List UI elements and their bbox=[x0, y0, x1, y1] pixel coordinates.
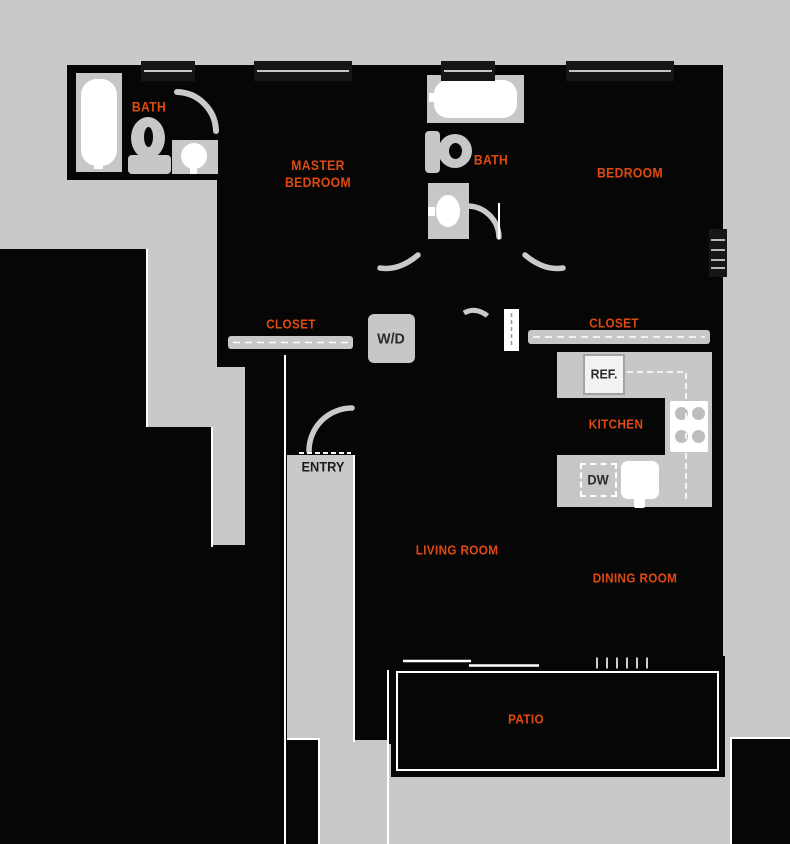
sink-icon bbox=[436, 195, 460, 227]
washer-dryer-label: W/D bbox=[377, 330, 405, 348]
window-icon bbox=[441, 61, 495, 81]
dishwasher-label: DW bbox=[587, 472, 609, 488]
neighbor-mass-left-lower bbox=[0, 427, 213, 844]
sink-faucet-icon bbox=[190, 166, 197, 174]
stove-burner bbox=[675, 407, 688, 420]
bathtub-icon bbox=[81, 79, 117, 166]
bifold-door-icon bbox=[462, 307, 519, 351]
refrigerator-label: REF. bbox=[590, 366, 618, 382]
stove-burner bbox=[692, 430, 705, 443]
washer-dryer-unit bbox=[368, 314, 415, 363]
stove-burner bbox=[692, 407, 705, 420]
door-arc-icon bbox=[306, 405, 355, 454]
closet-shelf bbox=[228, 336, 353, 349]
bedroom-closet-label: CLOSET bbox=[589, 315, 639, 331]
refrigerator-icon bbox=[583, 354, 625, 395]
neighbor-mass-bottom-right bbox=[730, 737, 790, 844]
patio-wall-inner-line bbox=[396, 671, 719, 771]
master-closet-label: CLOSET bbox=[266, 316, 316, 332]
bathtub-faucet-icon bbox=[429, 93, 436, 102]
toilet-tank bbox=[425, 131, 440, 173]
neighbor-mass-corridor-right bbox=[353, 670, 391, 744]
dining-room-label: DINING ROOM bbox=[592, 570, 678, 586]
patio-area bbox=[391, 656, 725, 777]
divider-line bbox=[284, 355, 286, 844]
toilet-bowl-center bbox=[144, 127, 153, 147]
window-icon bbox=[141, 61, 195, 81]
master-bedroom-label-line2: BEDROOM bbox=[285, 175, 351, 190]
divider-line bbox=[353, 455, 355, 742]
bathtub-icon bbox=[434, 80, 517, 118]
sliding-door-icon bbox=[403, 659, 539, 667]
entry-walkway-upper bbox=[287, 455, 353, 740]
bathtub-faucet-icon bbox=[94, 163, 103, 169]
divider-line bbox=[318, 740, 320, 844]
bath1-label: BATH bbox=[131, 99, 167, 115]
neighbor-mass-corridor-left bbox=[287, 740, 320, 844]
window-icon bbox=[254, 61, 352, 81]
door-arc-icon bbox=[465, 203, 502, 240]
door-arc-icon bbox=[377, 252, 421, 272]
bedroom-label: BEDROOM bbox=[597, 165, 663, 181]
counter-edge-dashed-line bbox=[627, 371, 687, 503]
master-bedroom-label: MASTER BEDROOM bbox=[285, 157, 351, 191]
kitchen-label: KITCHEN bbox=[588, 416, 644, 432]
window-icon bbox=[566, 61, 674, 81]
sink-icon bbox=[181, 143, 207, 169]
entry-label: ENTRY bbox=[301, 459, 345, 475]
living-room-label: LIVING ROOM bbox=[415, 542, 499, 558]
stove-burner bbox=[675, 430, 688, 443]
toilet-tank bbox=[128, 155, 171, 174]
kitchen-sink-faucet-icon bbox=[634, 497, 645, 508]
entry-walkway-lower bbox=[320, 740, 387, 844]
door-arc-icon bbox=[174, 89, 219, 134]
master-bedroom-label-line1: MASTER bbox=[291, 158, 345, 173]
dishwasher-icon bbox=[580, 463, 617, 497]
divider-line bbox=[387, 670, 389, 844]
toilet-bowl-center bbox=[449, 143, 462, 159]
divider-line bbox=[146, 249, 148, 427]
patio-label: PATIO bbox=[508, 711, 544, 727]
kitchen-sink-icon bbox=[621, 461, 659, 499]
door-arc-icon bbox=[522, 252, 566, 272]
neighbor-mass-left-fill bbox=[213, 545, 287, 844]
window-icon bbox=[709, 229, 727, 277]
bath2-label: BATH bbox=[473, 152, 509, 168]
divider-line bbox=[211, 427, 213, 547]
neighbor-mass-left-upper bbox=[0, 249, 148, 427]
window-ticks-icon bbox=[596, 657, 648, 669]
divider-line bbox=[287, 738, 320, 740]
sink-faucet-icon bbox=[428, 207, 435, 216]
